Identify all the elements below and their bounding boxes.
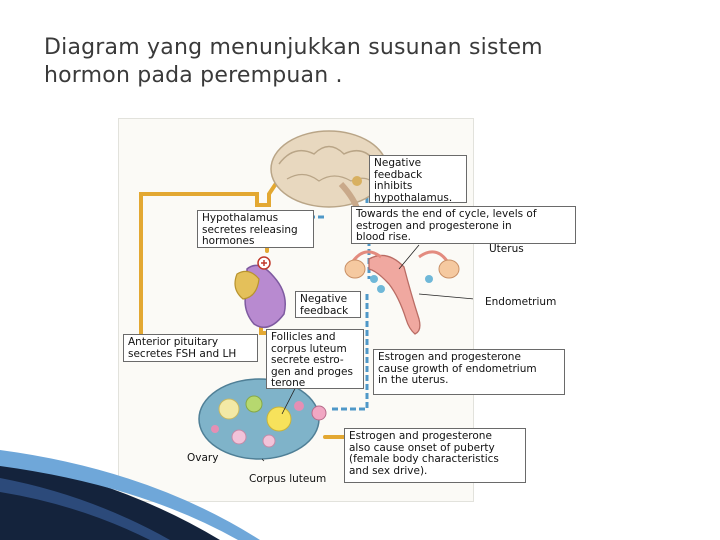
label-uterus: Uterus <box>489 243 524 255</box>
label-end-of-cycle: Towards the end of cycle, levels of estr… <box>351 206 576 244</box>
slide-title: Diagram yang menunjukkan susunan sistem … <box>44 34 684 90</box>
pituitary-illustration <box>234 256 286 360</box>
label-corpus-luteum: Corpus luteum <box>249 473 327 485</box>
label-follicles-corpus-luteum: Follicles and corpus luteum secrete estr… <box>266 329 364 389</box>
label-hypothalamus: Hypothalamus secretes releasing hormones <box>197 210 314 248</box>
label-onset-of-puberty: Estrogen and progesterone also cause ons… <box>344 428 526 483</box>
label-ovary: Ovary <box>187 452 219 464</box>
slide-title-line-1: Diagram yang menunjukkan susunan sistem <box>44 35 543 60</box>
label-growth-of-endometrium: Estrogen and progesterone cause growth o… <box>373 349 565 395</box>
slide-title-line-2: hormon pada perempuan . <box>44 63 343 88</box>
label-anterior-pituitary: Anterior pituitary secretes FSH and LH <box>123 334 258 362</box>
uterus-illustration <box>344 250 460 335</box>
ovary-illustration <box>198 378 327 460</box>
hormone-diagram-figure: Negative feedback inhibits hypothalamus.… <box>118 118 576 502</box>
hormone-diagram-illustration <box>139 130 473 462</box>
label-negative-feedback-middle: Negative feedback <box>295 291 361 318</box>
label-endometrium: Endometrium <box>485 296 557 308</box>
label-negative-feedback-inhibits: Negative feedback inhibits hypothalamus. <box>369 155 467 203</box>
brain-illustration <box>270 130 388 215</box>
